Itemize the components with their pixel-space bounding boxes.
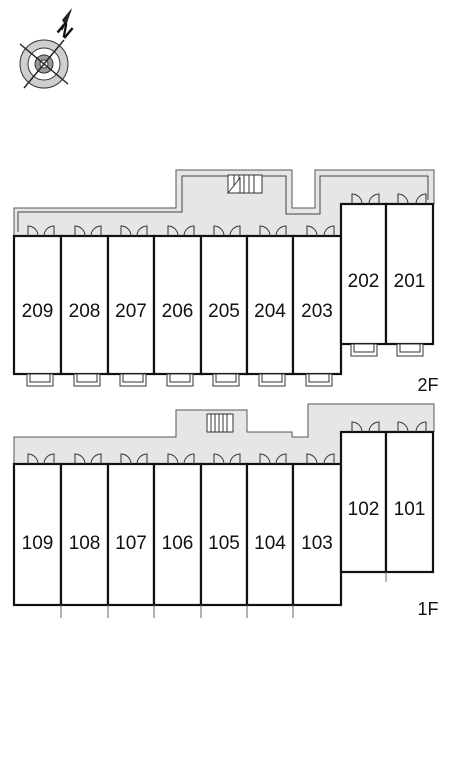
compass-north-label: N — [52, 19, 76, 44]
unit-label: 208 — [69, 301, 101, 322]
doors-2f — [27, 193, 427, 237]
corridor-2f-inner-edge — [17, 175, 429, 232]
unit-label: 105 — [208, 533, 240, 554]
balconies-2f — [26, 343, 424, 387]
unit-201-box — [384, 202, 435, 346]
unit-101-box — [384, 430, 435, 574]
doors-1f — [27, 421, 427, 465]
floor-label-2f: 2F — [417, 375, 438, 395]
unit-107-box — [106, 462, 156, 607]
unit-label: 207 — [115, 301, 147, 322]
unit-label: 104 — [254, 533, 286, 554]
unit-label: 103 — [301, 533, 333, 554]
unit-106-box — [152, 462, 203, 607]
compass-needle-line — [61, 9, 72, 31]
unit-label: 209 — [22, 301, 54, 322]
floor-label-1f: 1F — [417, 599, 438, 619]
stairs-2f-icon — [226, 174, 263, 194]
unit-label: 205 — [208, 301, 240, 322]
floor-2f: 209 208 207 206 205 204 203 202 201 2F — [12, 169, 439, 395]
unit-204-box — [245, 234, 295, 376]
floor-1f: 109 108 107 106 105 104 103 102 101 1F — [12, 403, 439, 619]
unit-label: 102 — [348, 499, 380, 520]
unit-207-box — [106, 234, 156, 376]
unit-label: 202 — [348, 271, 380, 292]
unit-label: 206 — [162, 301, 194, 322]
unit-label: 108 — [69, 533, 101, 554]
unit-label: 109 — [22, 533, 54, 554]
unit-label: 203 — [301, 301, 333, 322]
unit-label: 107 — [115, 533, 147, 554]
stairs-1f-icon — [206, 413, 234, 433]
unit-label: 106 — [162, 533, 194, 554]
compass: N — [19, 8, 76, 89]
unit-label: 201 — [394, 271, 426, 292]
unit-label: 204 — [254, 301, 286, 322]
unit-label: 101 — [394, 499, 426, 520]
compass-axis-b — [23, 39, 65, 89]
partition-ticks-1f — [60, 572, 387, 618]
